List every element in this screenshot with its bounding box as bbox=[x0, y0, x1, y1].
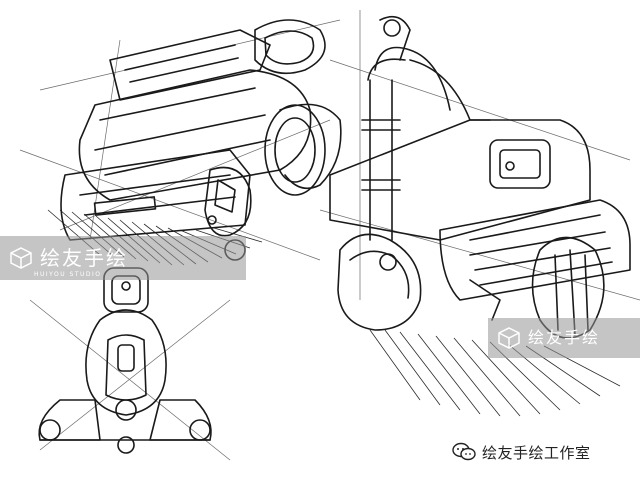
watermark-label: 绘友手绘 bbox=[528, 328, 601, 347]
watermark-label: 绘友手绘 bbox=[40, 246, 128, 270]
watermark-sublabel: HUIYOU STUDIO bbox=[34, 271, 102, 278]
left-vehicle bbox=[60, 19, 342, 261]
cube-logo-icon bbox=[498, 327, 520, 349]
cube-logo-icon bbox=[10, 247, 32, 269]
right-vehicle bbox=[329, 15, 631, 339]
studio-credit-label: 绘友手绘工作室 bbox=[482, 443, 591, 462]
construction-lines bbox=[19, 10, 640, 461]
front-view-sketch bbox=[38, 267, 212, 454]
studio-credit: 绘友手绘工作室 bbox=[452, 440, 591, 464]
wechat-icon bbox=[452, 442, 476, 461]
shadow-hatching-right bbox=[369, 329, 621, 417]
watermark-band-left: 绘友手绘 HUIYOU STUDIO bbox=[0, 236, 246, 280]
watermark-band-right: 绘友手绘 bbox=[488, 318, 640, 358]
